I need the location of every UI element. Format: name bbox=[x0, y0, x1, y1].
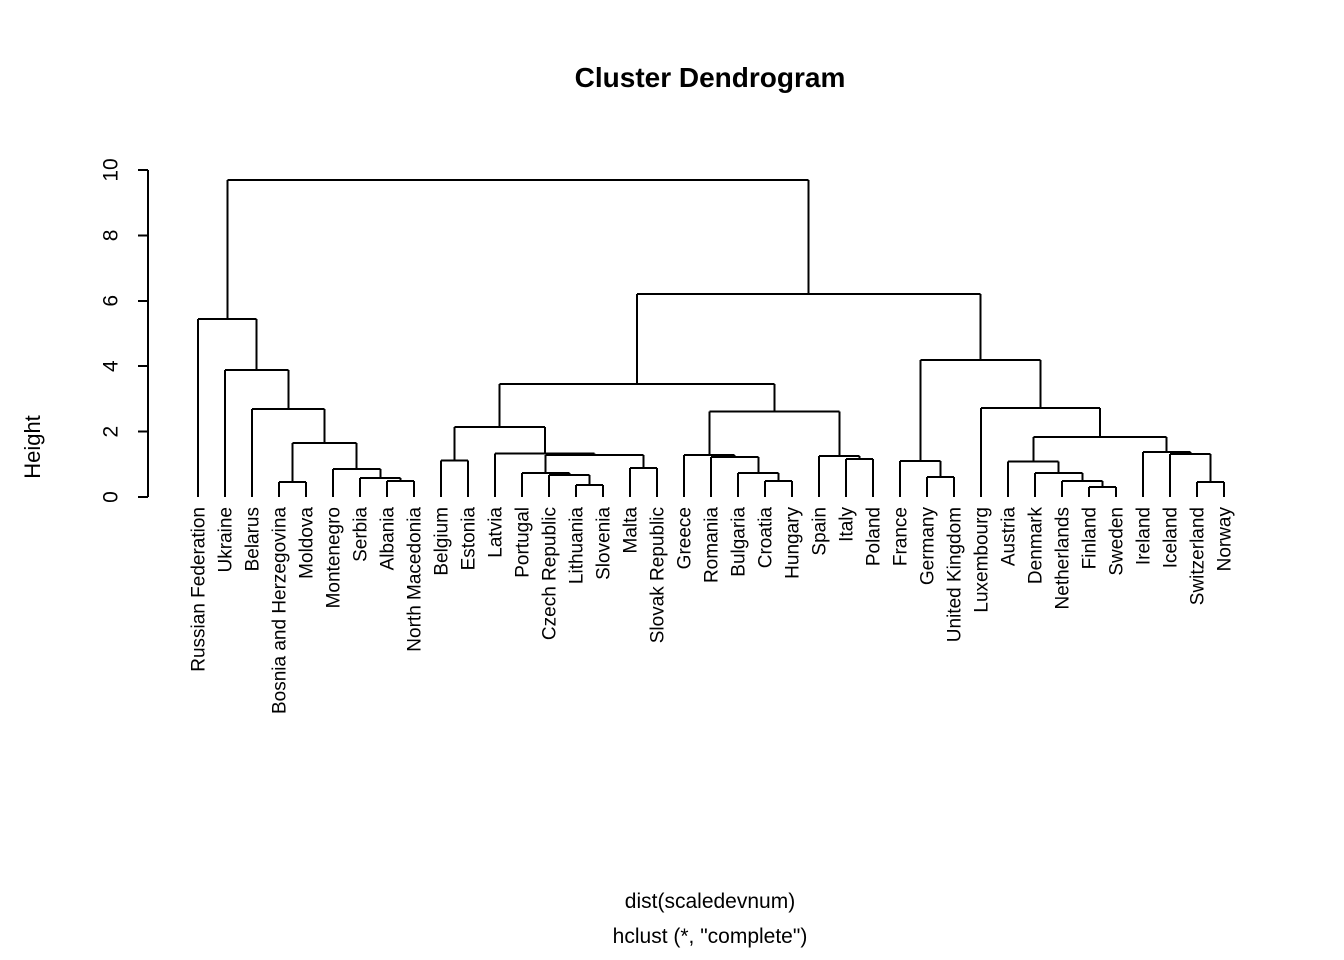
leaf-label: Austria bbox=[999, 507, 1020, 567]
caption-distance-function: dist(scaledevnum) bbox=[624, 890, 796, 913]
caption-hclust-method: hclust (*, "complete") bbox=[612, 925, 808, 948]
leaf-label: Slovenia bbox=[594, 507, 615, 580]
leaf-label: Russian Federation bbox=[189, 507, 210, 672]
y-axis-tick-label: 2 bbox=[99, 426, 122, 438]
leaf-label: Switzerland bbox=[1188, 507, 1209, 605]
chart-title: Cluster Dendrogram bbox=[574, 62, 846, 93]
leaf-label: Czech Republic bbox=[540, 507, 561, 640]
leaf-label: Albania bbox=[378, 507, 399, 571]
leaf-label: Bulgaria bbox=[729, 507, 750, 577]
leaf-label: Germany bbox=[918, 507, 939, 586]
leaf-label: Montenegro bbox=[324, 507, 345, 608]
leaf-label: Netherlands bbox=[1053, 507, 1074, 609]
leaf-label: Moldova bbox=[297, 507, 318, 579]
leaf-label: Slovak Republic bbox=[648, 507, 669, 643]
leaf-label: Serbia bbox=[351, 507, 372, 562]
leaf-label: Luxembourg bbox=[972, 507, 993, 613]
leaf-label: Belgium bbox=[432, 507, 453, 576]
leaf-label: Croatia bbox=[756, 507, 777, 569]
leaf-label: Latvia bbox=[486, 507, 507, 558]
y-axis-tick-label: 10 bbox=[99, 158, 122, 181]
leaf-label: Norway bbox=[1215, 507, 1236, 572]
y-axis-tick-label: 8 bbox=[99, 230, 122, 242]
leaf-label: Ukraine bbox=[216, 507, 237, 572]
leaf-label: Iceland bbox=[1161, 507, 1182, 568]
leaf-label: Greece bbox=[675, 507, 696, 569]
leaf-label: Sweden bbox=[1107, 507, 1128, 576]
leaf-label: France bbox=[891, 507, 912, 566]
leaf-label: North Macedonia bbox=[405, 507, 426, 652]
leaf-label: Poland bbox=[864, 507, 885, 566]
leaf-label: Malta bbox=[621, 507, 642, 554]
leaf-label: Finland bbox=[1080, 507, 1101, 569]
leaf-label: Romania bbox=[702, 507, 723, 583]
leaf-label: Hungary bbox=[783, 507, 804, 579]
leaf-label: Spain bbox=[810, 507, 831, 556]
leaf-label: United Kingdom bbox=[945, 507, 966, 642]
y-axis-tick-label: 4 bbox=[99, 360, 122, 372]
leaf-label: Denmark bbox=[1026, 507, 1047, 585]
leaf-label: Bosnia and Herzegovina bbox=[270, 507, 291, 714]
leaf-label: Italy bbox=[837, 507, 858, 542]
leaf-label: Ireland bbox=[1134, 507, 1155, 565]
x-axis-caption: dist(scaledevnum) hclust (*, "complete") bbox=[0, 884, 1344, 954]
leaf-label: Lithuania bbox=[567, 507, 588, 585]
y-axis-tick-label: 0 bbox=[99, 491, 122, 503]
y-axis-tick-label: 6 bbox=[99, 295, 122, 307]
leaf-label: Portugal bbox=[513, 507, 534, 578]
leaf-label: Estonia bbox=[459, 507, 480, 571]
leaf-label: Belarus bbox=[243, 507, 264, 571]
